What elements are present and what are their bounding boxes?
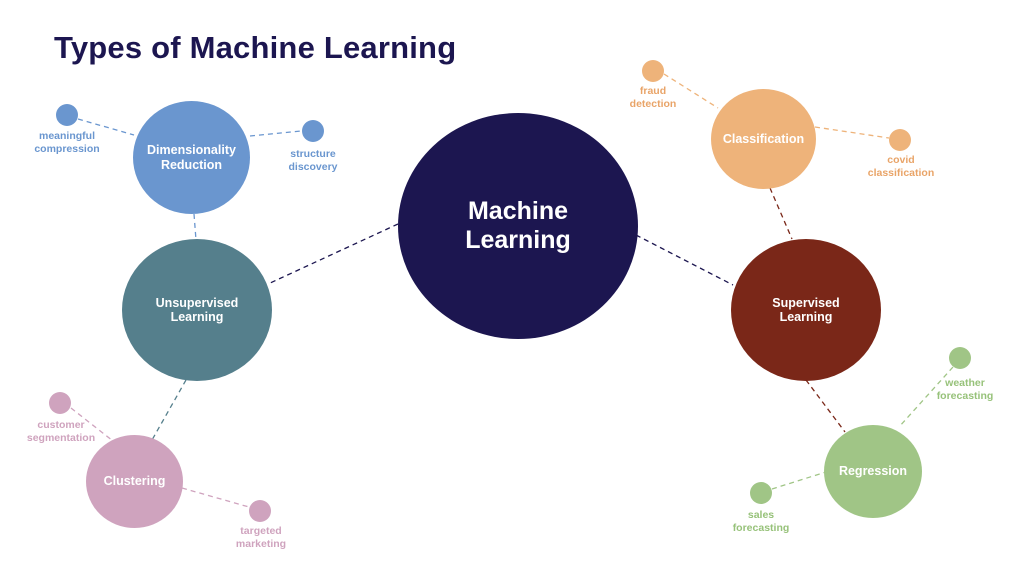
classification-node: Classification (711, 89, 816, 189)
meaningful-compression-dot (56, 104, 78, 126)
machine-learning-label: Machine Learning (465, 197, 571, 254)
unsupervised-learning-label: Unsupervised Learning (155, 295, 239, 324)
link-ml-supervised (635, 234, 734, 286)
targeted-marketing-dot (249, 500, 271, 522)
diagram-title: Types of Machine Learning (54, 30, 457, 65)
covid-classification-dot (889, 129, 911, 151)
link-unsupervised-clustering (151, 379, 187, 441)
link-classification-covid (814, 126, 890, 139)
link-supervised-classification (769, 187, 793, 240)
weather-forecasting-label: weather forecasting (936, 377, 994, 402)
customer-segmentation-label: customer segmentation (26, 419, 96, 444)
machine-learning-node: Machine Learning (398, 113, 638, 339)
classification-label: Classification (722, 131, 805, 146)
link-clustering-marketing (181, 487, 250, 508)
weather-forecasting-dot (949, 347, 971, 369)
clustering-label: Clustering (103, 474, 166, 489)
link-unsupervised-dimensionality (193, 213, 197, 241)
clustering-node: Clustering (86, 435, 183, 528)
sales-forecasting-dot (750, 482, 772, 504)
fraud-detection-dot (642, 60, 664, 82)
dimensionality-reduction-label: Dimensionality Reduction (147, 143, 236, 172)
structure-discovery-label: structure discovery (288, 148, 338, 173)
unsupervised-learning-node: Unsupervised Learning (122, 239, 272, 381)
fraud-detection-label: fraud detection (629, 85, 677, 110)
covid-classification-label: covid classification (867, 154, 935, 179)
supervised-learning-node: Supervised Learning (731, 239, 881, 381)
regression-label: Regression (838, 464, 908, 479)
targeted-marketing-label: targeted marketing (235, 525, 287, 550)
link-regression-sales (771, 471, 827, 490)
customer-segmentation-dot (49, 392, 71, 414)
supervised-learning-label: Supervised Learning (772, 295, 840, 324)
link-ml-unsupervised (267, 223, 399, 285)
dimensionality-reduction-node: Dimensionality Reduction (133, 101, 250, 214)
link-dimensionality-structure (249, 130, 302, 137)
link-regression-weather (898, 366, 954, 428)
sales-forecasting-label: sales forecasting (732, 509, 790, 534)
link-supervised-regression (805, 379, 846, 433)
link-classification-fraud (663, 73, 719, 109)
link-dimensionality-compression (77, 118, 135, 136)
regression-node: Regression (824, 425, 922, 518)
structure-discovery-dot (302, 120, 324, 142)
meaningful-compression-label: meaningful compression (34, 130, 100, 155)
